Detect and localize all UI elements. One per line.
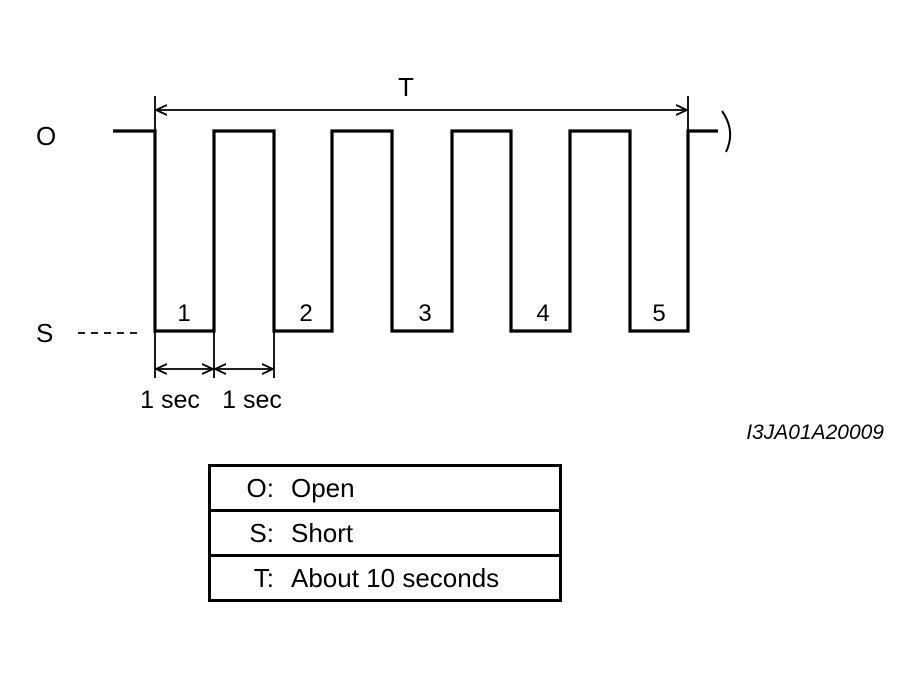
open-level-label: O bbox=[36, 121, 56, 151]
pulse-number-2: 2 bbox=[299, 300, 312, 327]
pulse-waveform bbox=[113, 129, 718, 333]
legend-row-open: O: Open bbox=[211, 467, 559, 509]
duration-low-label: 1 sec bbox=[140, 386, 200, 414]
legend-key: O: bbox=[246, 472, 274, 503]
pulse-number-5: 5 bbox=[652, 300, 665, 327]
legend-desc: About 10 seconds bbox=[291, 562, 500, 593]
short-level-label: S bbox=[36, 318, 53, 348]
legend-table: O: Open S: Short T: About 10 seconds bbox=[208, 464, 562, 602]
pulse-number-1: 1 bbox=[177, 300, 190, 327]
figure-id: I3JA01A20009 bbox=[746, 421, 884, 444]
period-label: T bbox=[398, 72, 414, 102]
duration-high-label: 1 sec bbox=[222, 386, 282, 414]
pulse-number-3: 3 bbox=[418, 300, 431, 327]
legend-desc: Open bbox=[291, 472, 355, 503]
legend-key: S: bbox=[249, 517, 274, 548]
legend-row-period: T: About 10 seconds bbox=[211, 554, 559, 599]
continuation-break-mark bbox=[721, 110, 732, 153]
legend-desc: Short bbox=[291, 517, 354, 548]
pulse-number-4: 4 bbox=[536, 300, 549, 327]
legend-row-short: S: Short bbox=[211, 509, 559, 554]
legend-key: T: bbox=[253, 562, 274, 593]
